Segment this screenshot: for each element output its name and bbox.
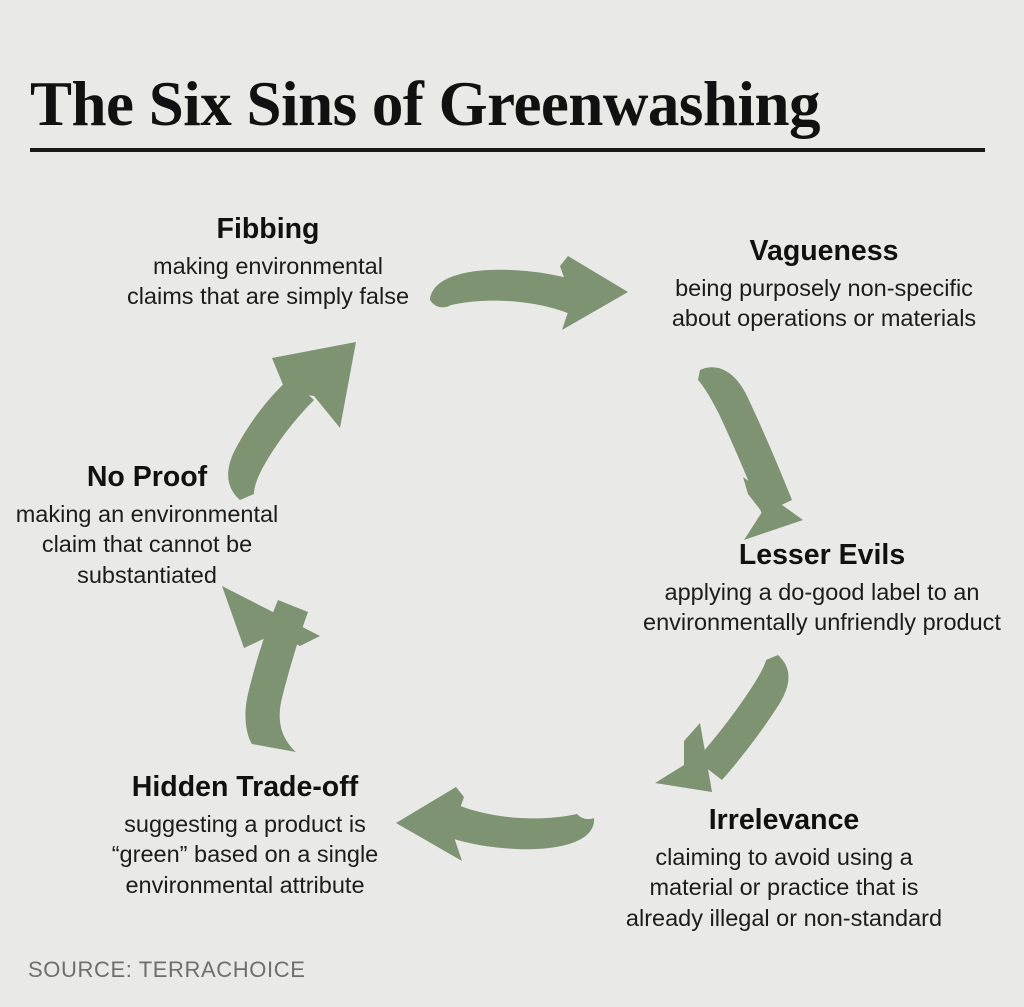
node-hidden-tradeoff-title: Hidden Trade-off: [131, 771, 359, 803]
arrow-hidden-tradeoff-to-no-proof: [222, 586, 320, 752]
node-vagueness-description: being purposely non-specific about opera…: [671, 274, 977, 332]
node-fibbing: Fibbing making environmental claims that…: [88, 213, 448, 312]
node-hidden-tradeoff-description: suggesting a product is “green” based on…: [111, 810, 379, 898]
node-irrelevance-title: Irrelevance: [708, 804, 860, 836]
node-hidden-tradeoff: Hidden Trade-off suggesting a product is…: [60, 771, 430, 901]
page-title: The Six Sins of Greenwashing: [30, 69, 821, 140]
node-lesser-evils: Lesser Evils applying a do-good label to…: [620, 539, 1024, 638]
node-fibbing-description: making environmental claims that are sim…: [126, 252, 410, 310]
node-irrelevance-description: claiming to avoid using a material or pr…: [625, 843, 943, 931]
node-no-proof-description: making an environmental claim that canno…: [15, 500, 279, 588]
node-fibbing-title: Fibbing: [216, 213, 320, 245]
arrow-lesser-evils-to-irrelevance: [655, 655, 789, 792]
node-vagueness: Vagueness being purposely non-specific a…: [624, 235, 1024, 334]
node-no-proof-title: No Proof: [86, 461, 208, 493]
node-lesser-evils-title: Lesser Evils: [738, 539, 906, 571]
node-no-proof: No Proof making an environmental claim t…: [0, 461, 302, 591]
arrow-vagueness-to-lesser-evils: [698, 367, 803, 540]
arrow-fibbing-to-vagueness: [430, 256, 628, 330]
title-divider: [30, 148, 985, 152]
node-irrelevance: Irrelevance claiming to avoid using a ma…: [574, 804, 994, 934]
source-attribution: SOURCE: TERRACHOICE: [28, 957, 306, 982]
node-lesser-evils-description: applying a do-good label to an environme…: [643, 578, 1001, 636]
node-vagueness-title: Vagueness: [749, 235, 899, 267]
